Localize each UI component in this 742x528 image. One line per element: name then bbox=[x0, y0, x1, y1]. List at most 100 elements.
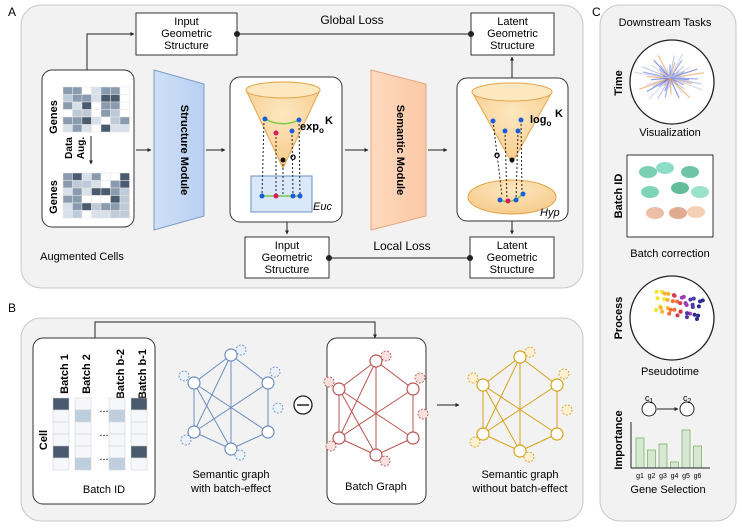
batch-cell bbox=[75, 446, 91, 458]
gene-tick-label: g2 bbox=[648, 473, 656, 480]
gene-tick-label: g3 bbox=[659, 473, 667, 480]
matrix-cell bbox=[73, 181, 83, 189]
global-loss-dot-left bbox=[234, 31, 240, 37]
hyperbolic-space-box bbox=[457, 78, 568, 221]
matrix-cell bbox=[111, 102, 121, 110]
batch-correction-label: Batch correction bbox=[630, 248, 709, 260]
satellite-node bbox=[235, 450, 245, 460]
data-aug-label-2: Aug. bbox=[76, 137, 87, 159]
pseudotime-point bbox=[659, 306, 663, 310]
matrix-cell bbox=[82, 87, 92, 95]
satellite-node bbox=[415, 373, 425, 383]
matrix-cell bbox=[120, 117, 130, 125]
matrix-cell bbox=[92, 95, 102, 103]
batch-2-label: Batch 2 bbox=[81, 354, 93, 394]
pseudotime-point bbox=[656, 296, 660, 300]
local-loss-label: Local Loss bbox=[373, 239, 430, 253]
batch-b-1-label: Batch b-1 bbox=[137, 349, 149, 399]
satellite-node bbox=[470, 437, 480, 447]
matrix-cell bbox=[111, 87, 121, 95]
matrix-cell bbox=[92, 181, 102, 189]
global-loss-dot-right bbox=[468, 31, 474, 37]
matrix-cell bbox=[101, 95, 111, 103]
matrix-cell bbox=[82, 196, 92, 204]
cell-label: Cell bbox=[38, 430, 50, 450]
batch-graph-label: Batch Graph bbox=[345, 481, 407, 493]
batch-1-label: Batch 1 bbox=[59, 354, 71, 394]
matrix-cell bbox=[92, 173, 102, 181]
matrix-cell bbox=[92, 102, 102, 110]
graph-node bbox=[333, 432, 345, 444]
matrix-cell bbox=[82, 117, 92, 125]
pseudotime-point bbox=[669, 308, 673, 312]
pseudotime-point bbox=[655, 290, 659, 294]
satellite-node bbox=[525, 347, 535, 357]
pseudotime-point bbox=[685, 315, 689, 319]
gene-bar bbox=[694, 446, 702, 468]
structure-module-label: Structure Module bbox=[178, 105, 190, 195]
global-loss-label: Global Loss bbox=[320, 13, 383, 27]
input-geometric-structure-top: Input Geometric Structure bbox=[136, 13, 237, 55]
semantic-without-label-1: Semantic graph bbox=[481, 469, 558, 481]
gene-tick-label: g5 bbox=[682, 473, 690, 480]
graph-node bbox=[333, 383, 345, 395]
gene-selection-label: Gene Selection bbox=[630, 484, 705, 496]
pseudotime-point bbox=[676, 313, 680, 317]
pseudotime-point bbox=[673, 294, 677, 298]
matrix-cell bbox=[82, 211, 92, 219]
matrix-cell bbox=[82, 95, 92, 103]
pseudotime-point bbox=[678, 301, 682, 305]
matrix-cell bbox=[92, 110, 102, 118]
matrix-cell bbox=[73, 87, 83, 95]
batch-blob bbox=[671, 182, 689, 194]
matrix-cell bbox=[111, 117, 121, 125]
batch-blob bbox=[641, 186, 659, 198]
gene-matrix-bottom bbox=[63, 173, 130, 218]
pseudotime-point bbox=[662, 297, 666, 301]
matrix-cell bbox=[92, 188, 102, 196]
hyp-label: Hyp bbox=[540, 207, 560, 219]
batch-blob bbox=[691, 186, 709, 198]
satellite-node bbox=[468, 373, 478, 383]
graph-node bbox=[188, 426, 200, 438]
matrix-cell bbox=[82, 188, 92, 196]
gene-bar bbox=[682, 430, 690, 468]
viz-stroke bbox=[670, 78, 698, 79]
graph-node bbox=[477, 379, 489, 391]
graph-node bbox=[514, 445, 526, 457]
input-geometric-structure-bottom: Input Geometric Structure bbox=[245, 237, 329, 278]
pseudotime-disc bbox=[630, 276, 714, 360]
semantic-without-label-2: without batch-effect bbox=[471, 483, 567, 495]
batch-cell bbox=[109, 446, 125, 458]
graph-node bbox=[188, 377, 200, 389]
matrix-cell bbox=[101, 203, 111, 211]
matrix-cell bbox=[63, 87, 73, 95]
satellite-node bbox=[179, 371, 189, 381]
matrix-cell bbox=[111, 95, 121, 103]
pseudotime-point bbox=[688, 298, 692, 302]
pseudotime-point bbox=[672, 308, 676, 312]
batch-cell bbox=[53, 434, 69, 446]
matrix-cell bbox=[92, 117, 102, 125]
gene-bar bbox=[659, 444, 667, 468]
batch-blob bbox=[669, 207, 687, 219]
gene-tick-label: g4 bbox=[671, 473, 679, 480]
matrix-cell bbox=[73, 117, 83, 125]
batch-cell bbox=[109, 422, 125, 434]
svg-text:Latent: Latent bbox=[497, 240, 528, 252]
svg-text:K: K bbox=[325, 115, 333, 127]
matrix-cell bbox=[120, 211, 130, 219]
ellipsis-row-2: ... bbox=[99, 427, 108, 439]
euc-label: Euc bbox=[313, 201, 332, 213]
batch-cell bbox=[131, 446, 147, 458]
graph-node bbox=[262, 426, 274, 438]
semantic-with-label-1: Semantic graph bbox=[192, 469, 269, 481]
matrix-cell bbox=[82, 125, 92, 133]
matrix-cell bbox=[73, 188, 83, 196]
augmented-cells-label: Augmented Cells bbox=[40, 251, 124, 263]
pseudotime-point bbox=[695, 317, 699, 321]
gene-matrix-top bbox=[63, 87, 130, 132]
matrix-cell bbox=[101, 125, 111, 133]
hyp-origin-label: o bbox=[494, 150, 500, 161]
local-loss-dot-right bbox=[467, 255, 473, 261]
